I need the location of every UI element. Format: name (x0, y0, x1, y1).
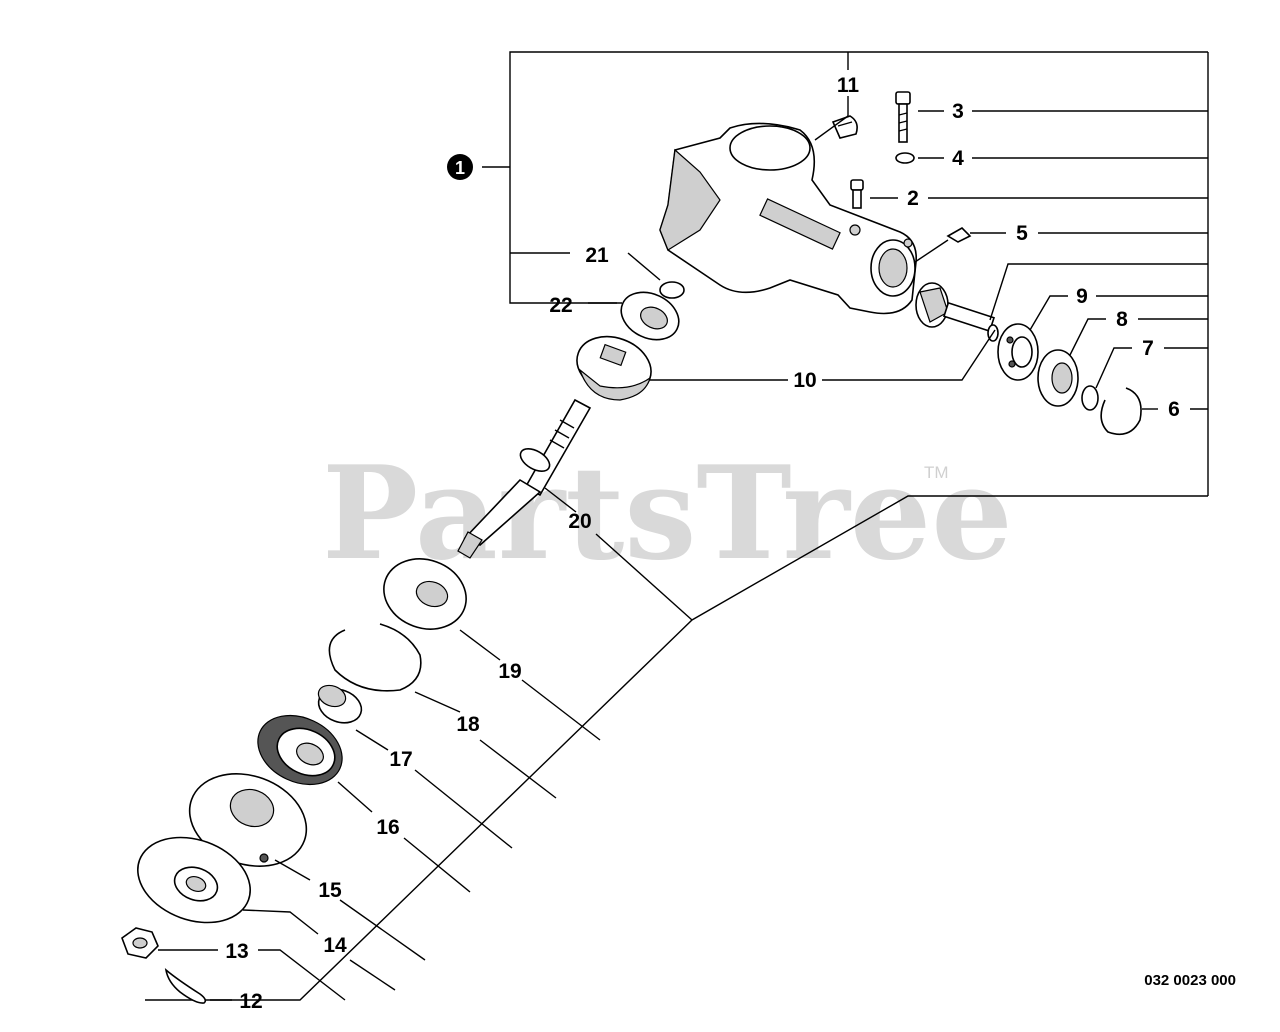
watermark-trademark: TM (924, 463, 949, 482)
oil-seal-16-icon (257, 714, 343, 786)
callout-5: 5 (1016, 222, 1028, 245)
callout-9: 9 (1076, 285, 1088, 308)
bearing-8-icon (1037, 349, 1079, 407)
shaft-20-icon (457, 398, 592, 559)
callout-4: 4 (952, 147, 964, 170)
callout-8: 8 (1116, 308, 1128, 331)
ring-7-icon (1081, 385, 1099, 411)
callout-14: 14 (323, 934, 347, 957)
washer-4-icon (895, 152, 915, 164)
callout-22: 22 (549, 294, 572, 317)
callout-6: 6 (1168, 398, 1180, 421)
callout-13: 13 (225, 940, 248, 963)
leader-lines (158, 96, 1208, 1001)
callout-19: 19 (498, 660, 521, 683)
drawing-code: 032 0023 000 (1144, 972, 1236, 989)
bearing-19-icon (383, 558, 467, 630)
callout-21: 21 (585, 244, 609, 267)
bearing-9-icon (997, 323, 1039, 381)
bolt-3-icon (895, 91, 911, 143)
ring-21-icon (659, 281, 685, 299)
callout-7: 7 (1142, 337, 1154, 360)
snap-ring-18-icon (328, 623, 422, 692)
callout-17: 17 (389, 748, 412, 771)
bearing-22-icon (620, 291, 680, 341)
cup-14-icon (137, 836, 251, 924)
screw-11-icon (831, 115, 858, 139)
nut-13-icon (121, 927, 159, 959)
snap-ring-6-icon (1100, 387, 1142, 436)
assembly-badge-label: 1 (455, 158, 465, 178)
callout-3: 3 (952, 100, 964, 123)
gear-case-housing (659, 122, 917, 315)
callout-12: 12 (239, 990, 262, 1013)
key-5-icon (946, 227, 972, 243)
callout-11: 11 (837, 74, 860, 97)
callout-16: 16 (376, 816, 399, 839)
cotter-pin-12-icon (164, 968, 207, 1004)
pinion-gear-icon (915, 282, 999, 342)
callout-10: 10 (793, 369, 816, 392)
collar-17-icon (317, 684, 363, 724)
assembly-badge: 1 (447, 154, 473, 180)
bolt-2-icon (850, 179, 864, 209)
callout-15: 15 (318, 879, 342, 902)
callout-20: 20 (568, 510, 591, 533)
callout-18: 18 (456, 713, 480, 736)
callout-2: 2 (907, 187, 919, 210)
bevel-gear-10-icon (576, 335, 652, 401)
